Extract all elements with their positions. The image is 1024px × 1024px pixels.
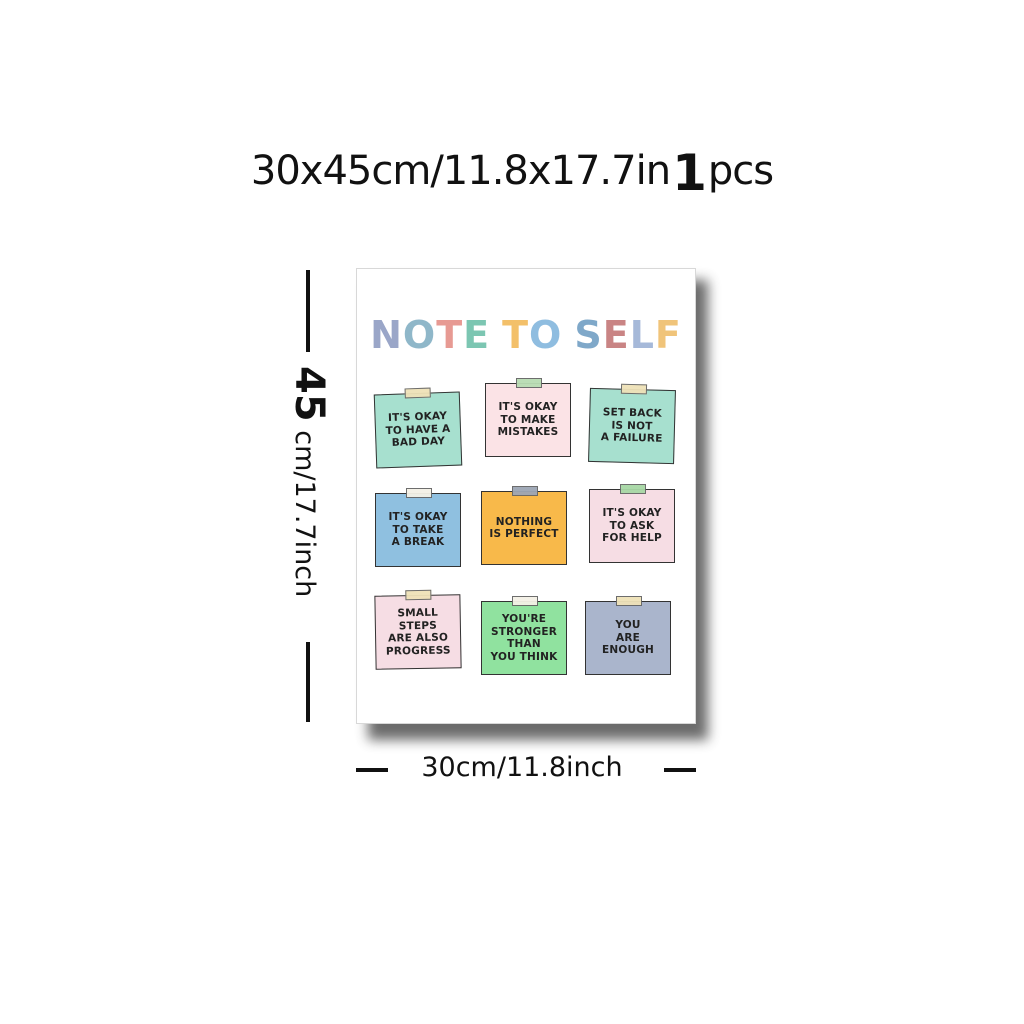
tape-strip bbox=[406, 488, 432, 498]
title-letter: T bbox=[436, 313, 464, 357]
sticky-note: SET BACK IS NOT A FAILURE bbox=[588, 383, 676, 465]
width-marker-left bbox=[356, 768, 388, 772]
title-letter: N bbox=[370, 313, 403, 357]
sticky-note: YOU ARE ENOUGH bbox=[585, 596, 671, 675]
note-text: IT'S OKAY TO HAVE A BAD DAY bbox=[385, 410, 451, 450]
title-letter: S bbox=[574, 313, 603, 357]
title-letter: T bbox=[502, 313, 530, 357]
size-text: 30x45cm/11.8x17.7in bbox=[250, 148, 671, 194]
note-text: SET BACK IS NOT A FAILURE bbox=[600, 406, 663, 446]
height-label: 45 cm/17.7inch bbox=[286, 366, 332, 597]
width-label: 30cm/11.8inch bbox=[421, 752, 623, 783]
note-text: YOU'RE STRONGER THAN YOU THINK bbox=[490, 613, 558, 663]
height-marker-bottom bbox=[306, 642, 310, 722]
title-letter: F bbox=[654, 313, 682, 357]
sticky-note: IT'S OKAY TO MAKE MISTAKES bbox=[485, 378, 571, 457]
poster-title: NOTE TO SELF bbox=[357, 313, 695, 357]
tape-strip bbox=[616, 596, 642, 606]
tape-strip bbox=[405, 589, 432, 601]
sticky-note: YOU'RE STRONGER THAN YOU THINK bbox=[481, 596, 567, 675]
sticky-note: SMALL STEPS ARE ALSO PROGRESS bbox=[374, 589, 462, 670]
height-number: 45 bbox=[286, 366, 332, 422]
title-letter: E bbox=[602, 313, 630, 357]
tape-strip bbox=[620, 383, 648, 395]
width-marker-right bbox=[664, 768, 696, 772]
tape-strip bbox=[404, 387, 431, 399]
note-text: IT'S OKAY TO TAKE A BREAK bbox=[388, 511, 448, 549]
piece-count: 1 bbox=[672, 144, 707, 202]
tape-strip bbox=[512, 486, 538, 496]
title-letter: O bbox=[402, 313, 437, 357]
tape-strip bbox=[516, 378, 542, 388]
note-text: IT'S OKAY TO ASK FOR HELP bbox=[602, 507, 662, 545]
size-headline: 30x45cm/11.8x17.7in1pcs bbox=[0, 138, 1024, 202]
poster: NOTE TO SELF IT'S OKAY TO HAVE A BAD DAY… bbox=[356, 268, 696, 724]
title-letter: L bbox=[629, 313, 655, 357]
sticky-note: IT'S OKAY TO HAVE A BAD DAY bbox=[373, 387, 463, 469]
sticky-note: NOTHING IS PERFECT bbox=[481, 486, 567, 565]
note-text: YOU ARE ENOUGH bbox=[601, 619, 655, 657]
title-letter bbox=[562, 313, 574, 357]
note-text: NOTHING IS PERFECT bbox=[489, 515, 559, 541]
title-letter: O bbox=[529, 313, 563, 357]
sticky-note: IT'S OKAY TO TAKE A BREAK bbox=[375, 488, 461, 567]
note-text: IT'S OKAY TO MAKE MISTAKES bbox=[497, 401, 559, 439]
tape-strip bbox=[620, 484, 646, 494]
tape-strip bbox=[512, 596, 538, 606]
title-letter bbox=[490, 313, 502, 357]
height-marker-top bbox=[306, 270, 310, 352]
title-letter: E bbox=[463, 313, 491, 357]
height-unit: cm/17.7inch bbox=[289, 421, 320, 598]
sticky-note: IT'S OKAY TO ASK FOR HELP bbox=[589, 484, 675, 563]
piece-unit: pcs bbox=[707, 148, 774, 194]
note-text: SMALL STEPS ARE ALSO PROGRESS bbox=[385, 606, 451, 658]
